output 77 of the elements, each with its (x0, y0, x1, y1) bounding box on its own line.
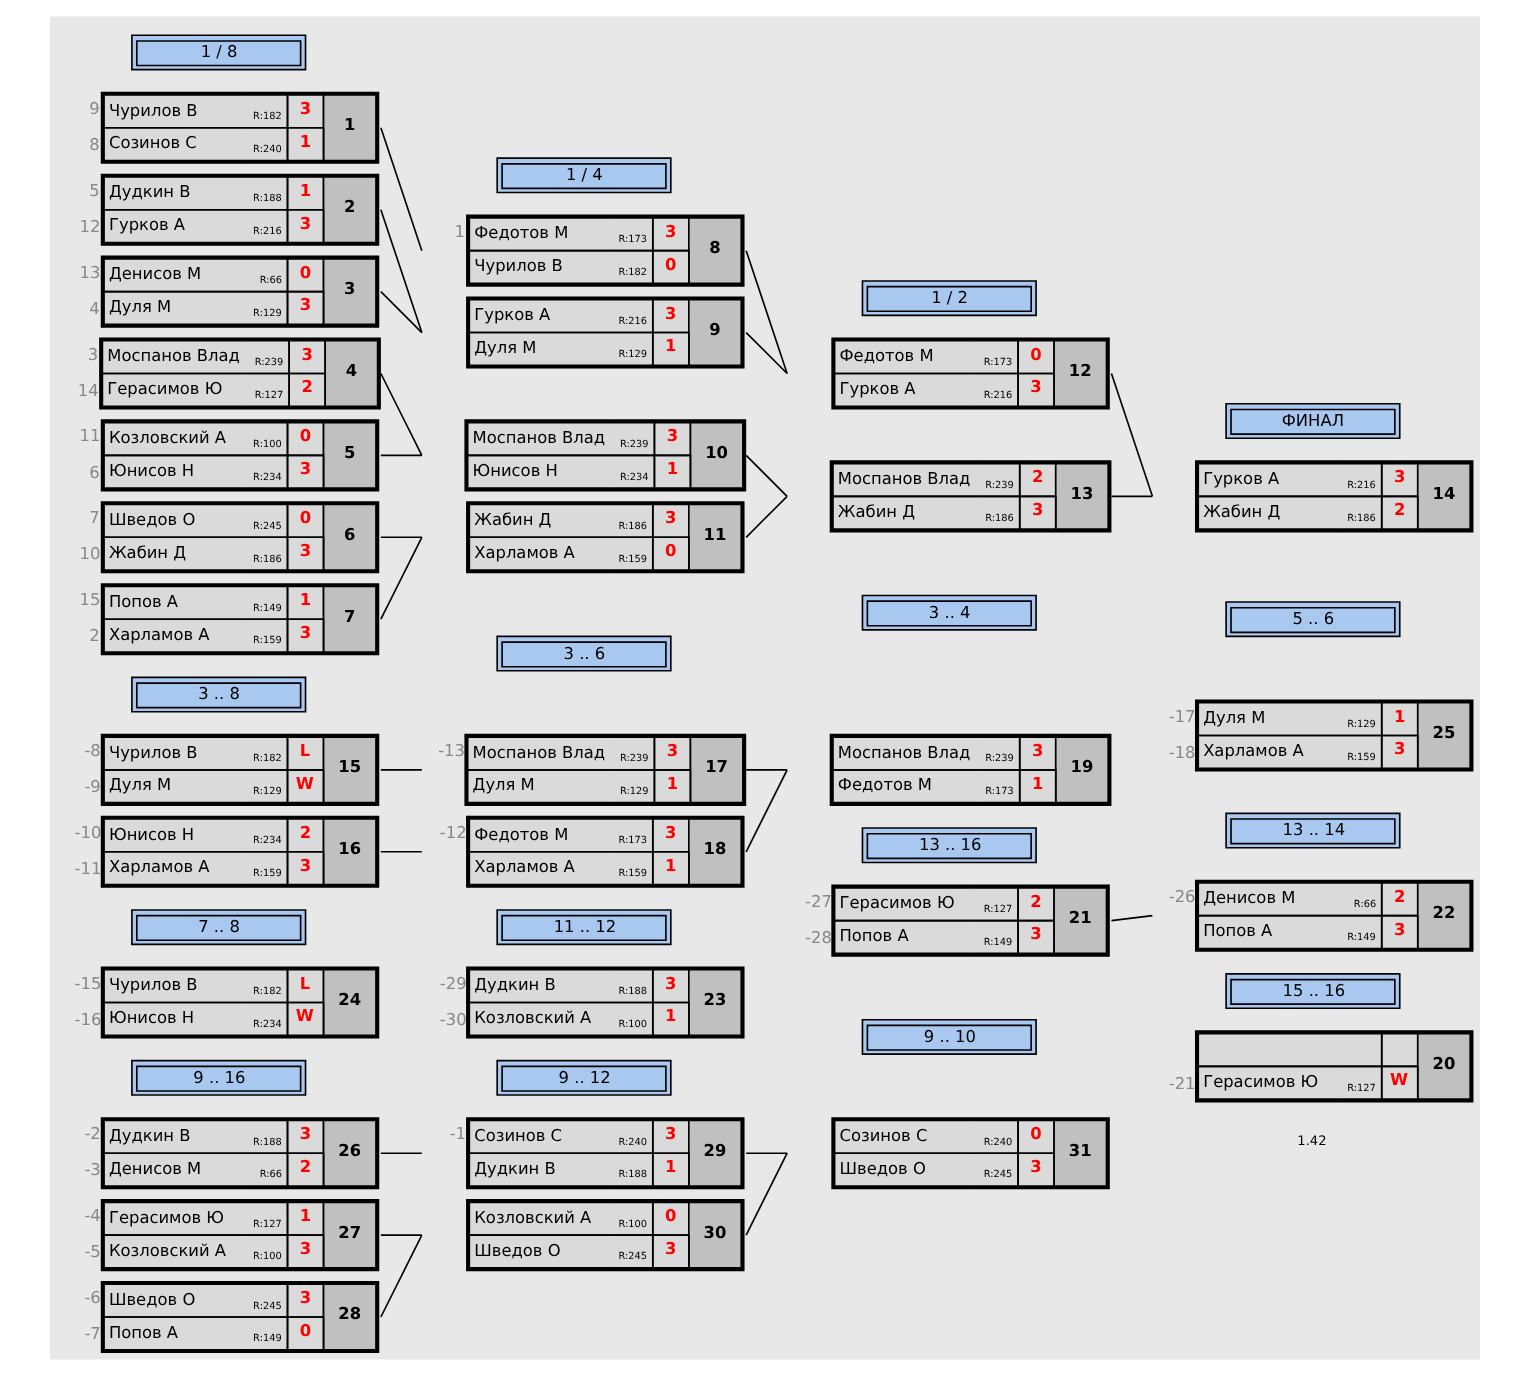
label: ФИНАЛ (1280, 409, 1343, 430)
connector (744, 1152, 787, 1154)
node-label: -2 (83, 1123, 100, 1144)
connector (744, 769, 787, 771)
node-label: -1 (448, 1123, 466, 1144)
label: 13 .. 14 (1281, 819, 1345, 840)
connector (379, 536, 422, 621)
connector (1109, 372, 1153, 498)
node-label: -21 (1167, 1072, 1195, 1093)
node-label: -12 (438, 821, 466, 842)
connector (379, 372, 422, 457)
label: 3 .. 4 (927, 601, 970, 622)
node-label: -10 (73, 821, 101, 842)
node-label: -15 (73, 972, 101, 993)
connector (379, 1234, 422, 1236)
node-label: -6 (83, 1287, 100, 1308)
connector (744, 769, 787, 853)
node-label: 11 (78, 425, 100, 446)
connector (379, 290, 422, 334)
node-label: -17 (1167, 705, 1195, 726)
node-label: 4 (88, 297, 99, 318)
node-label: 9 (88, 97, 99, 118)
label: 9 .. 10 (922, 1025, 975, 1046)
node-label: -30 (438, 1008, 466, 1029)
connector (744, 1152, 787, 1236)
node-label: -8 (83, 739, 100, 760)
node-label: -26 (1167, 885, 1195, 906)
connector (379, 126, 422, 252)
connector (379, 536, 422, 539)
connector (379, 1152, 422, 1154)
label: 9 .. 12 (557, 1066, 610, 1087)
node-label: 13 (78, 261, 100, 282)
connector (744, 249, 787, 375)
connector (1109, 495, 1153, 498)
node-label: -5 (83, 1241, 100, 1262)
node-label: -27 (804, 890, 831, 911)
label: 5 .. 6 (1291, 608, 1334, 629)
connector (379, 850, 422, 853)
connector (379, 454, 422, 457)
node-label: 12 (78, 215, 100, 236)
label: 3 .. 8 (197, 683, 239, 704)
node-label: -13 (437, 739, 464, 760)
label: 9 .. 16 (192, 1066, 245, 1087)
node-label: -28 (804, 926, 831, 947)
label: 11 .. 12 (552, 916, 616, 937)
node-label: -9 (83, 776, 100, 797)
node-label: 1 (453, 220, 465, 241)
node-label: -18 (1167, 741, 1195, 762)
node-label: 5 (88, 179, 99, 200)
connector (379, 769, 422, 771)
node-label: -29 (438, 972, 466, 993)
connector (744, 495, 787, 539)
connector (1109, 914, 1153, 922)
node-label: -11 (73, 857, 101, 878)
node-label: -4 (83, 1205, 100, 1226)
label: 1 / 2 (930, 287, 968, 308)
node-label: 6 (88, 461, 99, 482)
node-label: 10 (78, 543, 100, 564)
label: 1 / 8 (199, 41, 237, 62)
connector (744, 454, 787, 498)
node-label: 2 (88, 625, 99, 646)
label: 15 .. 16 (1281, 979, 1345, 1000)
node-label: 3 (86, 343, 98, 364)
node-label: 7 (88, 507, 99, 528)
node-label: 15 (78, 589, 100, 610)
node-label: -7 (83, 1323, 100, 1344)
label: 7 .. 8 (197, 916, 239, 937)
connector (744, 331, 787, 375)
connector (379, 208, 422, 334)
label: 3 .. 6 (562, 642, 605, 663)
node-label: -3 (83, 1159, 100, 1180)
label: 1 / 4 (564, 164, 602, 185)
connector (379, 1234, 422, 1318)
node-label: 8 (88, 133, 99, 154)
node-label: 14 (76, 379, 98, 400)
label: 13 .. 16 (917, 834, 981, 855)
node-label: -16 (73, 1008, 101, 1029)
